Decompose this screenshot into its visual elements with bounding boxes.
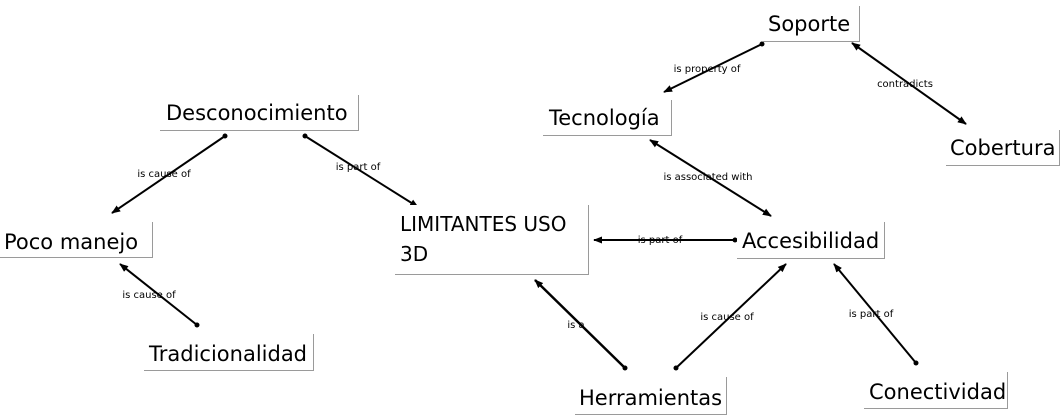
node-poco-manejo[interactable]: Poco manejo bbox=[0, 222, 153, 258]
node-label: Desconocimiento bbox=[166, 101, 348, 125]
node-tecnologia[interactable]: Tecnología bbox=[543, 100, 672, 136]
link-soporte-tecnologia: is property of bbox=[663, 41, 765, 93]
node-label: Accesibilidad bbox=[742, 229, 880, 253]
link-label: is cause of bbox=[122, 290, 176, 301]
node-tradicionalidad[interactable]: Tradicionalidad bbox=[144, 334, 314, 371]
link-tradicionalidad-poco-manejo: is cause of bbox=[119, 263, 200, 328]
link-label: is cause of bbox=[700, 312, 754, 323]
node-label: Cobertura bbox=[950, 136, 1056, 160]
node-label: Herramientas bbox=[579, 386, 723, 410]
link-label: is cause of bbox=[137, 169, 191, 180]
link-label: is part of bbox=[638, 235, 683, 246]
node-conectividad[interactable]: Conectividad bbox=[864, 372, 1008, 409]
link-label: is part of bbox=[849, 309, 894, 320]
node-desconocimiento[interactable]: Desconocimiento bbox=[160, 95, 359, 131]
link-desconocimiento-poco-manejo: is cause of bbox=[111, 133, 228, 214]
link-label: is associated with bbox=[663, 172, 752, 183]
node-label: Tradicionalidad bbox=[149, 342, 308, 366]
link-herramientas-accesibilidad: is cause of bbox=[673, 263, 787, 371]
node-accesibilidad[interactable]: Accesibilidad bbox=[737, 222, 885, 259]
link-conectividad-accesibilidad: is part of bbox=[833, 263, 919, 366]
node-herramientas[interactable]: Herramientas bbox=[575, 377, 727, 415]
node-limitantes-uso-3d[interactable]: LIMITANTES USO 3D bbox=[395, 205, 589, 275]
link-soporte-cobertura: contradicts bbox=[851, 42, 967, 125]
link-label: is property of bbox=[674, 64, 741, 75]
node-cobertura[interactable]: Cobertura bbox=[946, 130, 1060, 166]
link-herramientas-limitantes: is a bbox=[534, 279, 628, 371]
node-soporte[interactable]: Soporte bbox=[762, 6, 860, 42]
link-tecnologia-accesibilidad: is associated with bbox=[649, 139, 772, 217]
link-label: is a bbox=[567, 320, 584, 331]
node-label: Conectividad bbox=[869, 380, 1007, 404]
node-label: Tecnología bbox=[549, 106, 660, 130]
link-label: is part of bbox=[336, 162, 381, 173]
link-accesibilidad-limitantes: is part of bbox=[593, 235, 738, 246]
link-desconocimiento-limitantes: is part of bbox=[302, 133, 419, 208]
node-label: Poco manejo bbox=[4, 230, 139, 254]
node-label: LIMITANTES USO 3D bbox=[400, 212, 567, 266]
link-label: contradicts bbox=[877, 79, 933, 90]
node-label: Soporte bbox=[768, 12, 851, 36]
